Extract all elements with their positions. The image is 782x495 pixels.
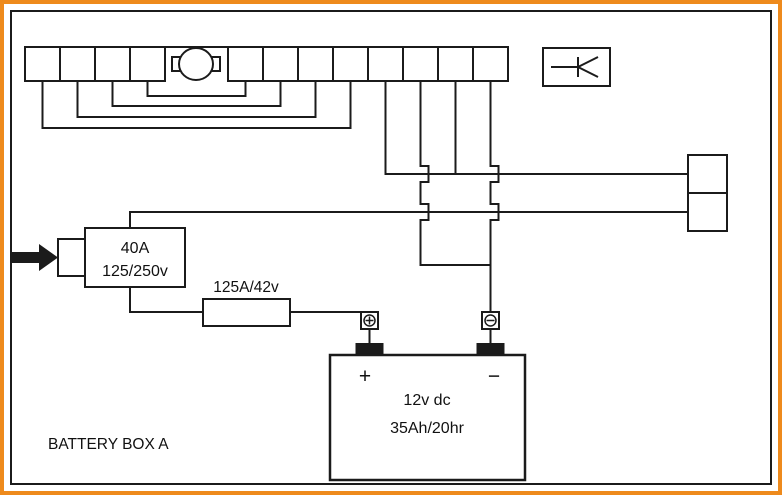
- inlet-arrow-icon: [11, 244, 58, 271]
- terminal-negative-icon: [481, 311, 500, 343]
- terminal-positive-icon: [360, 311, 379, 343]
- terminal-cell: [227, 46, 264, 82]
- terminal-cell: [472, 46, 509, 82]
- battery-post-positive: [355, 343, 384, 355]
- breaker-box-outline: [84, 227, 186, 288]
- breaker-voltage-label: 125/250v: [102, 263, 168, 280]
- jumper-loop: [76, 81, 317, 118]
- connector-block-top: [687, 154, 728, 194]
- jumper-loop: [111, 81, 282, 107]
- battery-positive-sign: +: [359, 365, 371, 388]
- terminal-cell: [367, 46, 404, 82]
- connector-block-bottom: [687, 192, 728, 232]
- terminal-cell: [437, 46, 474, 82]
- terminal-cell: [262, 46, 299, 82]
- terminal-cell: [94, 46, 131, 82]
- battery-outline: [328, 353, 527, 482]
- feed-wires: [129, 81, 688, 312]
- battery: + − 12v dc 35Ah/20hr: [328, 353, 527, 482]
- terminal-strip-right: [227, 46, 509, 82]
- jumper-loop: [41, 81, 352, 129]
- breaker-rating-label: 40A: [121, 240, 150, 257]
- relay-box: [542, 47, 611, 87]
- terminal-negative-circle: [484, 314, 497, 327]
- terminal-cell: [402, 46, 439, 82]
- fuse-box: [202, 298, 291, 327]
- terminal-cell: [24, 46, 61, 82]
- fuse: 125A/42v: [202, 279, 291, 327]
- inline-device-body: [178, 47, 214, 81]
- wire-breaker-to-connector-bottom: [129, 211, 688, 228]
- connector-block: [687, 154, 728, 232]
- wire-strip-to-connector-top: [384, 81, 688, 175]
- breaker-box: 40A 125/250v: [84, 227, 186, 288]
- wire-strip-to-negative-terminal: [489, 81, 500, 312]
- diagram-caption: BATTERY BOX A: [48, 436, 169, 453]
- fuse-rating-label: 125A/42v: [213, 279, 279, 296]
- terminal-cell: [297, 46, 334, 82]
- terminal-cell: [332, 46, 369, 82]
- battery-post-negative: [476, 343, 505, 355]
- terminal-positive-circle: [363, 314, 376, 327]
- battery-voltage-label: 12v dc: [403, 392, 450, 409]
- wire-breaker-to-fuse: [129, 287, 203, 313]
- jumper-loop: [146, 81, 247, 97]
- jumper-loops: [41, 81, 352, 129]
- battery-capacity-label: 35Ah/20hr: [390, 420, 465, 437]
- diode-icon: [551, 56, 599, 78]
- terminal-strip-left: [24, 46, 166, 82]
- inner-border: [10, 10, 772, 485]
- wire-strip-to-negative-branch: [419, 81, 491, 266]
- terminal-cell: [59, 46, 96, 82]
- battery-negative-sign: −: [488, 365, 500, 388]
- terminal-cell: [129, 46, 166, 82]
- inlet-plug: [57, 238, 86, 277]
- inline-device-icon: [171, 47, 221, 81]
